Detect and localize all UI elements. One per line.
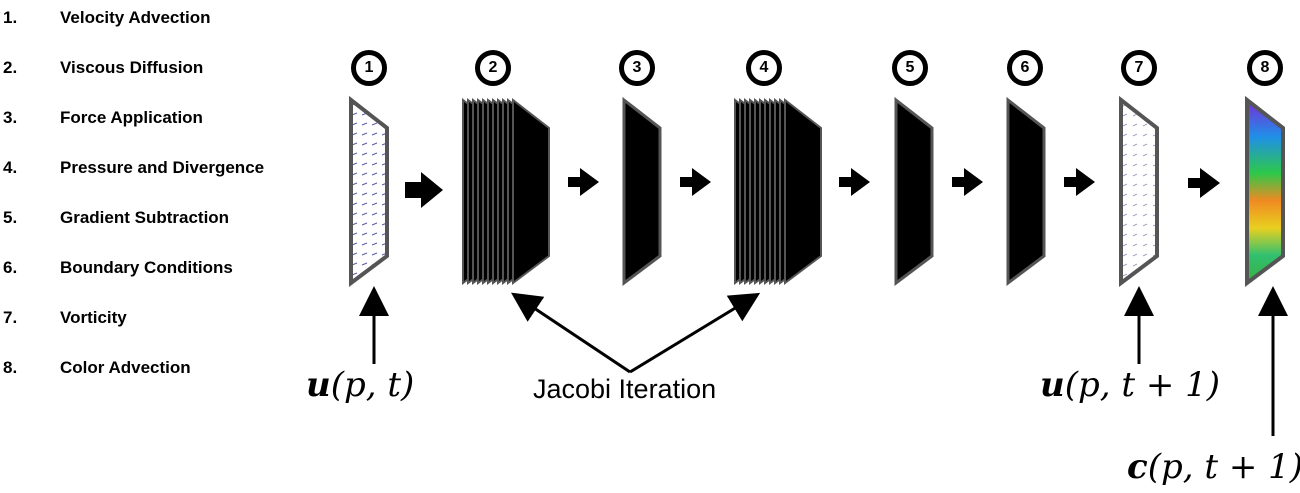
legend-number: 8.: [3, 358, 18, 377]
legend-label: Boundary Conditions: [60, 258, 233, 277]
flow-arrow-icon: [952, 168, 983, 196]
jacobi-arrow-right: [629, 292, 761, 374]
step-badge: 8: [1247, 50, 1283, 86]
jacobi-arrow-left: [511, 292, 631, 374]
panel-boundary: [1006, 96, 1046, 286]
panel-force: [622, 96, 662, 286]
legend-number: 7.: [3, 308, 18, 327]
jacobi-iteration-label: Jacobi Iteration: [533, 374, 717, 404]
panel-color-output: [1245, 95, 1285, 287]
step-badge: 3: [619, 50, 655, 86]
legend-number: 4.: [3, 158, 18, 177]
legend-item: 4. Pressure and Divergence: [0, 158, 300, 182]
legend-item: 8. Color Advection: [0, 358, 300, 382]
legend-label: Viscous Diffusion: [60, 58, 204, 77]
legend-number: 6.: [3, 258, 18, 277]
legend-number: 1.: [3, 8, 18, 27]
legend-item: 6. Boundary Conditions: [0, 258, 300, 282]
flow-arrow-icon: [568, 168, 599, 196]
legend-label: Color Advection: [60, 358, 191, 377]
legend-item: 7. Vorticity: [0, 308, 300, 332]
output-velocity-label: u(p, t + 1): [1040, 365, 1221, 405]
panel-stack-diffusion: [462, 97, 550, 285]
output-color-label: c(p, t + 1): [1127, 447, 1300, 487]
input-velocity-label: u(p, t): [306, 365, 415, 405]
flow-arrow-icon: [1064, 168, 1095, 196]
legend-number: 2.: [3, 58, 18, 77]
legend-label: Gradient Subtraction: [60, 208, 230, 227]
panel-gradient: [894, 96, 934, 286]
legend-item: 2. Viscous Diffusion: [0, 58, 300, 82]
legend-item: 5. Gradient Subtraction: [0, 208, 300, 232]
legend-number: 5.: [3, 208, 18, 227]
step-badge: 1: [351, 50, 387, 86]
flow-arrow-icon: [680, 168, 711, 196]
flow-arrow-icon: [839, 168, 870, 196]
step-badge: 7: [1121, 50, 1157, 86]
legend-label: Vorticity: [60, 308, 127, 327]
legend-number: 3.: [3, 108, 18, 127]
legend-label: Pressure and Divergence: [60, 158, 265, 177]
step-badge: 6: [1007, 50, 1043, 86]
step-badge: 2: [475, 50, 511, 86]
flow-arrow-icon: [405, 172, 443, 208]
legend-label: Velocity Advection: [60, 8, 211, 27]
legend-item: 1. Velocity Advection: [0, 8, 300, 32]
step-badge: 5: [892, 50, 928, 86]
panel-stack-pressure: [734, 97, 822, 285]
legend-label: Force Application: [60, 108, 203, 127]
step-badge: 4: [746, 50, 782, 86]
flow-arrow-icon: [1188, 168, 1220, 198]
legend-item: 3. Force Application: [0, 108, 300, 132]
panel-velocity-output: [1119, 95, 1159, 287]
panel-velocity-input: [349, 95, 389, 287]
